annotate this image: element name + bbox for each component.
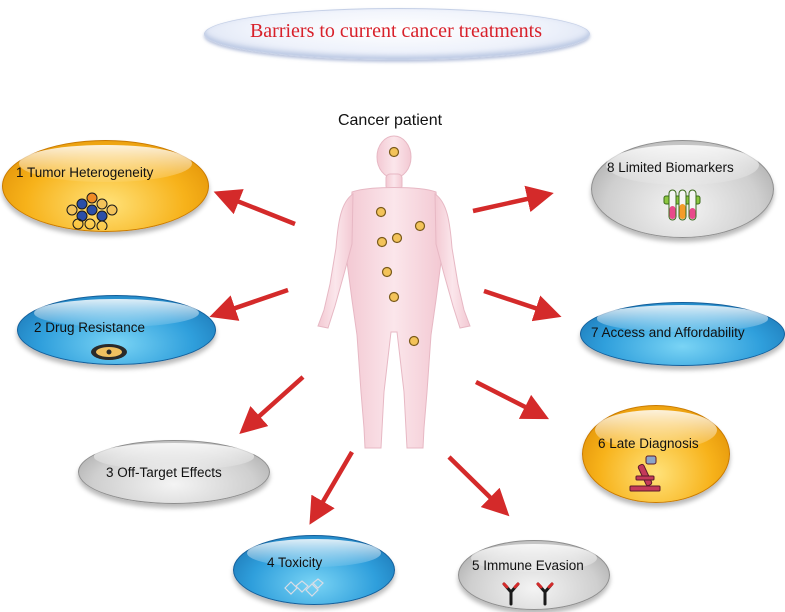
barrier-label: 4 Toxicity (267, 555, 323, 570)
cancer-patient-label: Cancer patient (337, 112, 443, 129)
barrier-label: 6 Late Diagnosis (598, 436, 699, 451)
arrow-to-barrier-8 (472, 185, 554, 214)
tumor-marker (408, 335, 420, 347)
barrier-pill-immune-evasion (458, 540, 610, 610)
antibody-icon (502, 582, 554, 606)
tumor-marker (376, 236, 388, 248)
barrier-label: 3 Off-Target Effects (106, 465, 222, 480)
barrier-label: 8 Limited Biomarkers (607, 160, 734, 175)
arrow-to-barrier-1 (213, 189, 296, 227)
diagram-title: Barriers to current cancer treatments (249, 19, 543, 42)
arrow-to-barrier-3 (239, 375, 305, 435)
barrier-label: 5 Immune Evasion (472, 558, 584, 573)
arrow-to-barrier-5 (447, 455, 510, 517)
barrier-pill-access-affordability (580, 302, 785, 366)
tumor-markers (375, 146, 426, 347)
crystal-particles-icon (284, 578, 324, 597)
arrow-to-barrier-7 (483, 288, 562, 322)
title-plate (204, 8, 590, 60)
test-tubes-icon (663, 189, 701, 221)
tumor-marker (391, 232, 403, 244)
barrier-label: 1 Tumor Heterogeneity (16, 165, 154, 180)
tumor-marker (388, 291, 400, 303)
arrow-to-barrier-4 (309, 450, 354, 525)
barrier-pill-limited-biomarkers (591, 140, 774, 238)
tumor-marker (375, 206, 387, 218)
barrier-label: 2 Drug Resistance (34, 320, 146, 335)
barrier-label: 7 Access and Affordability (591, 325, 745, 340)
capsule-icon (91, 344, 127, 360)
arrow-to-barrier-2 (209, 287, 289, 321)
microscope-icon (629, 455, 661, 492)
tumor-marker (388, 146, 400, 158)
tumor-marker (381, 266, 393, 278)
cell-cluster-icon (66, 192, 118, 230)
barrier-pill-off-target-effects (78, 440, 270, 504)
tumor-marker (414, 220, 426, 232)
arrow-to-barrier-6 (474, 379, 550, 420)
